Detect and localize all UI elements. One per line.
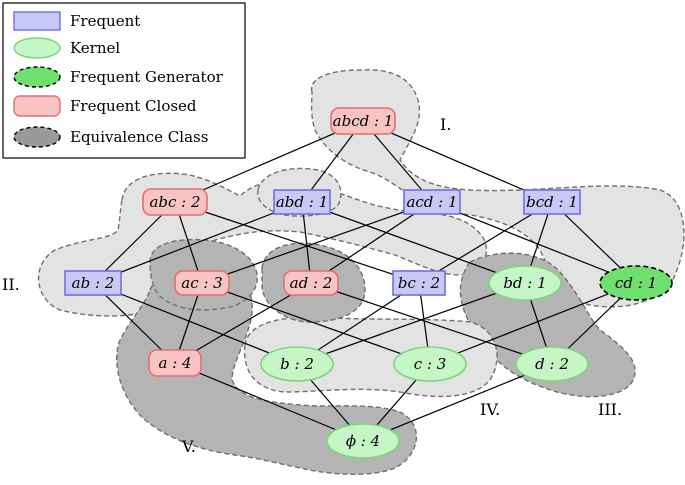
- edge-bcd-bc: [418, 201, 553, 284]
- node-label-cd: cd : 1: [615, 274, 657, 292]
- node-a: a : 4: [148, 349, 202, 377]
- node-label-ab: ab : 2: [72, 274, 115, 292]
- edge-acd-ac: [201, 201, 433, 284]
- node-shape-bd: [488, 265, 562, 301]
- legend-generator-label: Frequent Generator: [70, 68, 224, 86]
- node-shape-ad: [283, 270, 339, 296]
- edge-abcd-abc: [174, 120, 364, 203]
- node-ac: ac : 3: [174, 270, 230, 296]
- edge-abcd-bcd: [362, 120, 553, 203]
- node-shape-abcd: [330, 107, 396, 135]
- legend-equivalence-swatch: [13, 126, 61, 148]
- node-b: b : 2: [260, 346, 334, 382]
- node-abcd: abcd : 1: [330, 107, 396, 135]
- node-label-acd: acd : 1: [406, 193, 457, 211]
- edge-abd-ad: [301, 201, 312, 284]
- node-c: c : 3: [393, 346, 467, 382]
- node-label-d: d : 2: [535, 355, 569, 373]
- node-label-abcd: abcd : 1: [333, 112, 394, 130]
- node-label-ac: ac : 3: [181, 274, 222, 292]
- node-shape-bcd: [523, 189, 581, 215]
- node-shape-cd: [599, 265, 673, 301]
- edge-d-phi: [362, 363, 553, 442]
- edge-abd-bd: [301, 201, 526, 284]
- node-shape-a: [148, 349, 202, 377]
- legend-generator-swatch: [13, 66, 61, 88]
- node-shape-phi: [326, 423, 400, 459]
- node-label-phi: ϕ : 4: [346, 432, 380, 450]
- node-label-b: b : 2: [280, 355, 314, 373]
- edge-cd-c: [429, 282, 637, 365]
- legend-equivalence-label: Equivalence Class: [70, 128, 208, 146]
- legend-kernel-label: Kernel: [70, 39, 120, 57]
- node-label-bcd: bcd : 1: [526, 193, 578, 211]
- node-phi: ϕ : 4: [326, 423, 400, 459]
- node-abc: abc : 2: [142, 188, 208, 216]
- edge-ac-c: [201, 282, 431, 365]
- node-label-bc: bc : 2: [398, 274, 440, 292]
- legend: Frequent Kernel Frequent Generator Frequ…: [2, 2, 246, 159]
- node-ab: ab : 2: [64, 270, 122, 296]
- legend-frequent-label: Frequent: [70, 12, 140, 30]
- node-label-bd: bd : 1: [503, 274, 546, 292]
- node-shape-acd: [403, 189, 461, 215]
- node-label-c: c : 3: [414, 355, 447, 373]
- node-shape-d: [515, 346, 589, 382]
- edge-bd-b: [296, 282, 526, 365]
- node-d: d : 2: [515, 346, 589, 382]
- class-labels: I. II. III. IV. V.: [2, 115, 622, 456]
- legend-kernel-swatch: [13, 37, 61, 59]
- node-shape-c: [393, 346, 467, 382]
- node-shape-abc: [142, 188, 208, 216]
- node-bd: bd : 1: [488, 265, 562, 301]
- node-shape-b: [260, 346, 334, 382]
- node-shape-ab: [64, 270, 122, 296]
- edge-ad-a: [174, 282, 312, 364]
- class-label-V: V.: [181, 437, 196, 456]
- lattice-nodes: abcd : 1 abc : 2 abd : 1 acd : 1 bcd : 1 ab :…: [64, 107, 673, 459]
- node-shape-ac: [174, 270, 230, 296]
- legend-frequent-swatch: [13, 11, 61, 31]
- edge-acd-cd: [431, 201, 637, 284]
- node-cd: cd : 1: [599, 265, 673, 301]
- legend-closed-label: Frequent Closed: [70, 97, 197, 115]
- edge-abc-bc: [174, 201, 420, 284]
- node-shape-abd: [273, 189, 331, 215]
- class-label-III: III.: [598, 400, 622, 419]
- legend-closed-swatch: [13, 95, 61, 117]
- node-label-ad: ad : 2: [290, 274, 333, 292]
- class-label-IV: IV.: [480, 400, 500, 419]
- equivalence-class-V: [116, 266, 417, 475]
- node-label-a: a : 4: [158, 354, 191, 372]
- class-label-I: I.: [440, 115, 451, 134]
- edge-acd-ad: [310, 201, 433, 284]
- node-abd: abd : 1: [273, 189, 331, 215]
- edge-a-phi: [174, 362, 364, 442]
- node-label-abd: abd : 1: [276, 193, 328, 211]
- edge-abd-ab: [92, 201, 303, 284]
- node-bc: bc : 2: [392, 270, 446, 296]
- edge-ab-b: [92, 282, 298, 365]
- node-ad: ad : 2: [283, 270, 339, 296]
- equivalence-class-I: [310, 69, 685, 308]
- node-label-abc: abc : 2: [149, 193, 200, 211]
- node-acd: acd : 1: [403, 189, 461, 215]
- edge-ad-d: [310, 282, 553, 365]
- node-shape-bc: [392, 270, 446, 296]
- class-label-II: II.: [2, 275, 20, 294]
- node-bcd: bcd : 1: [523, 189, 581, 215]
